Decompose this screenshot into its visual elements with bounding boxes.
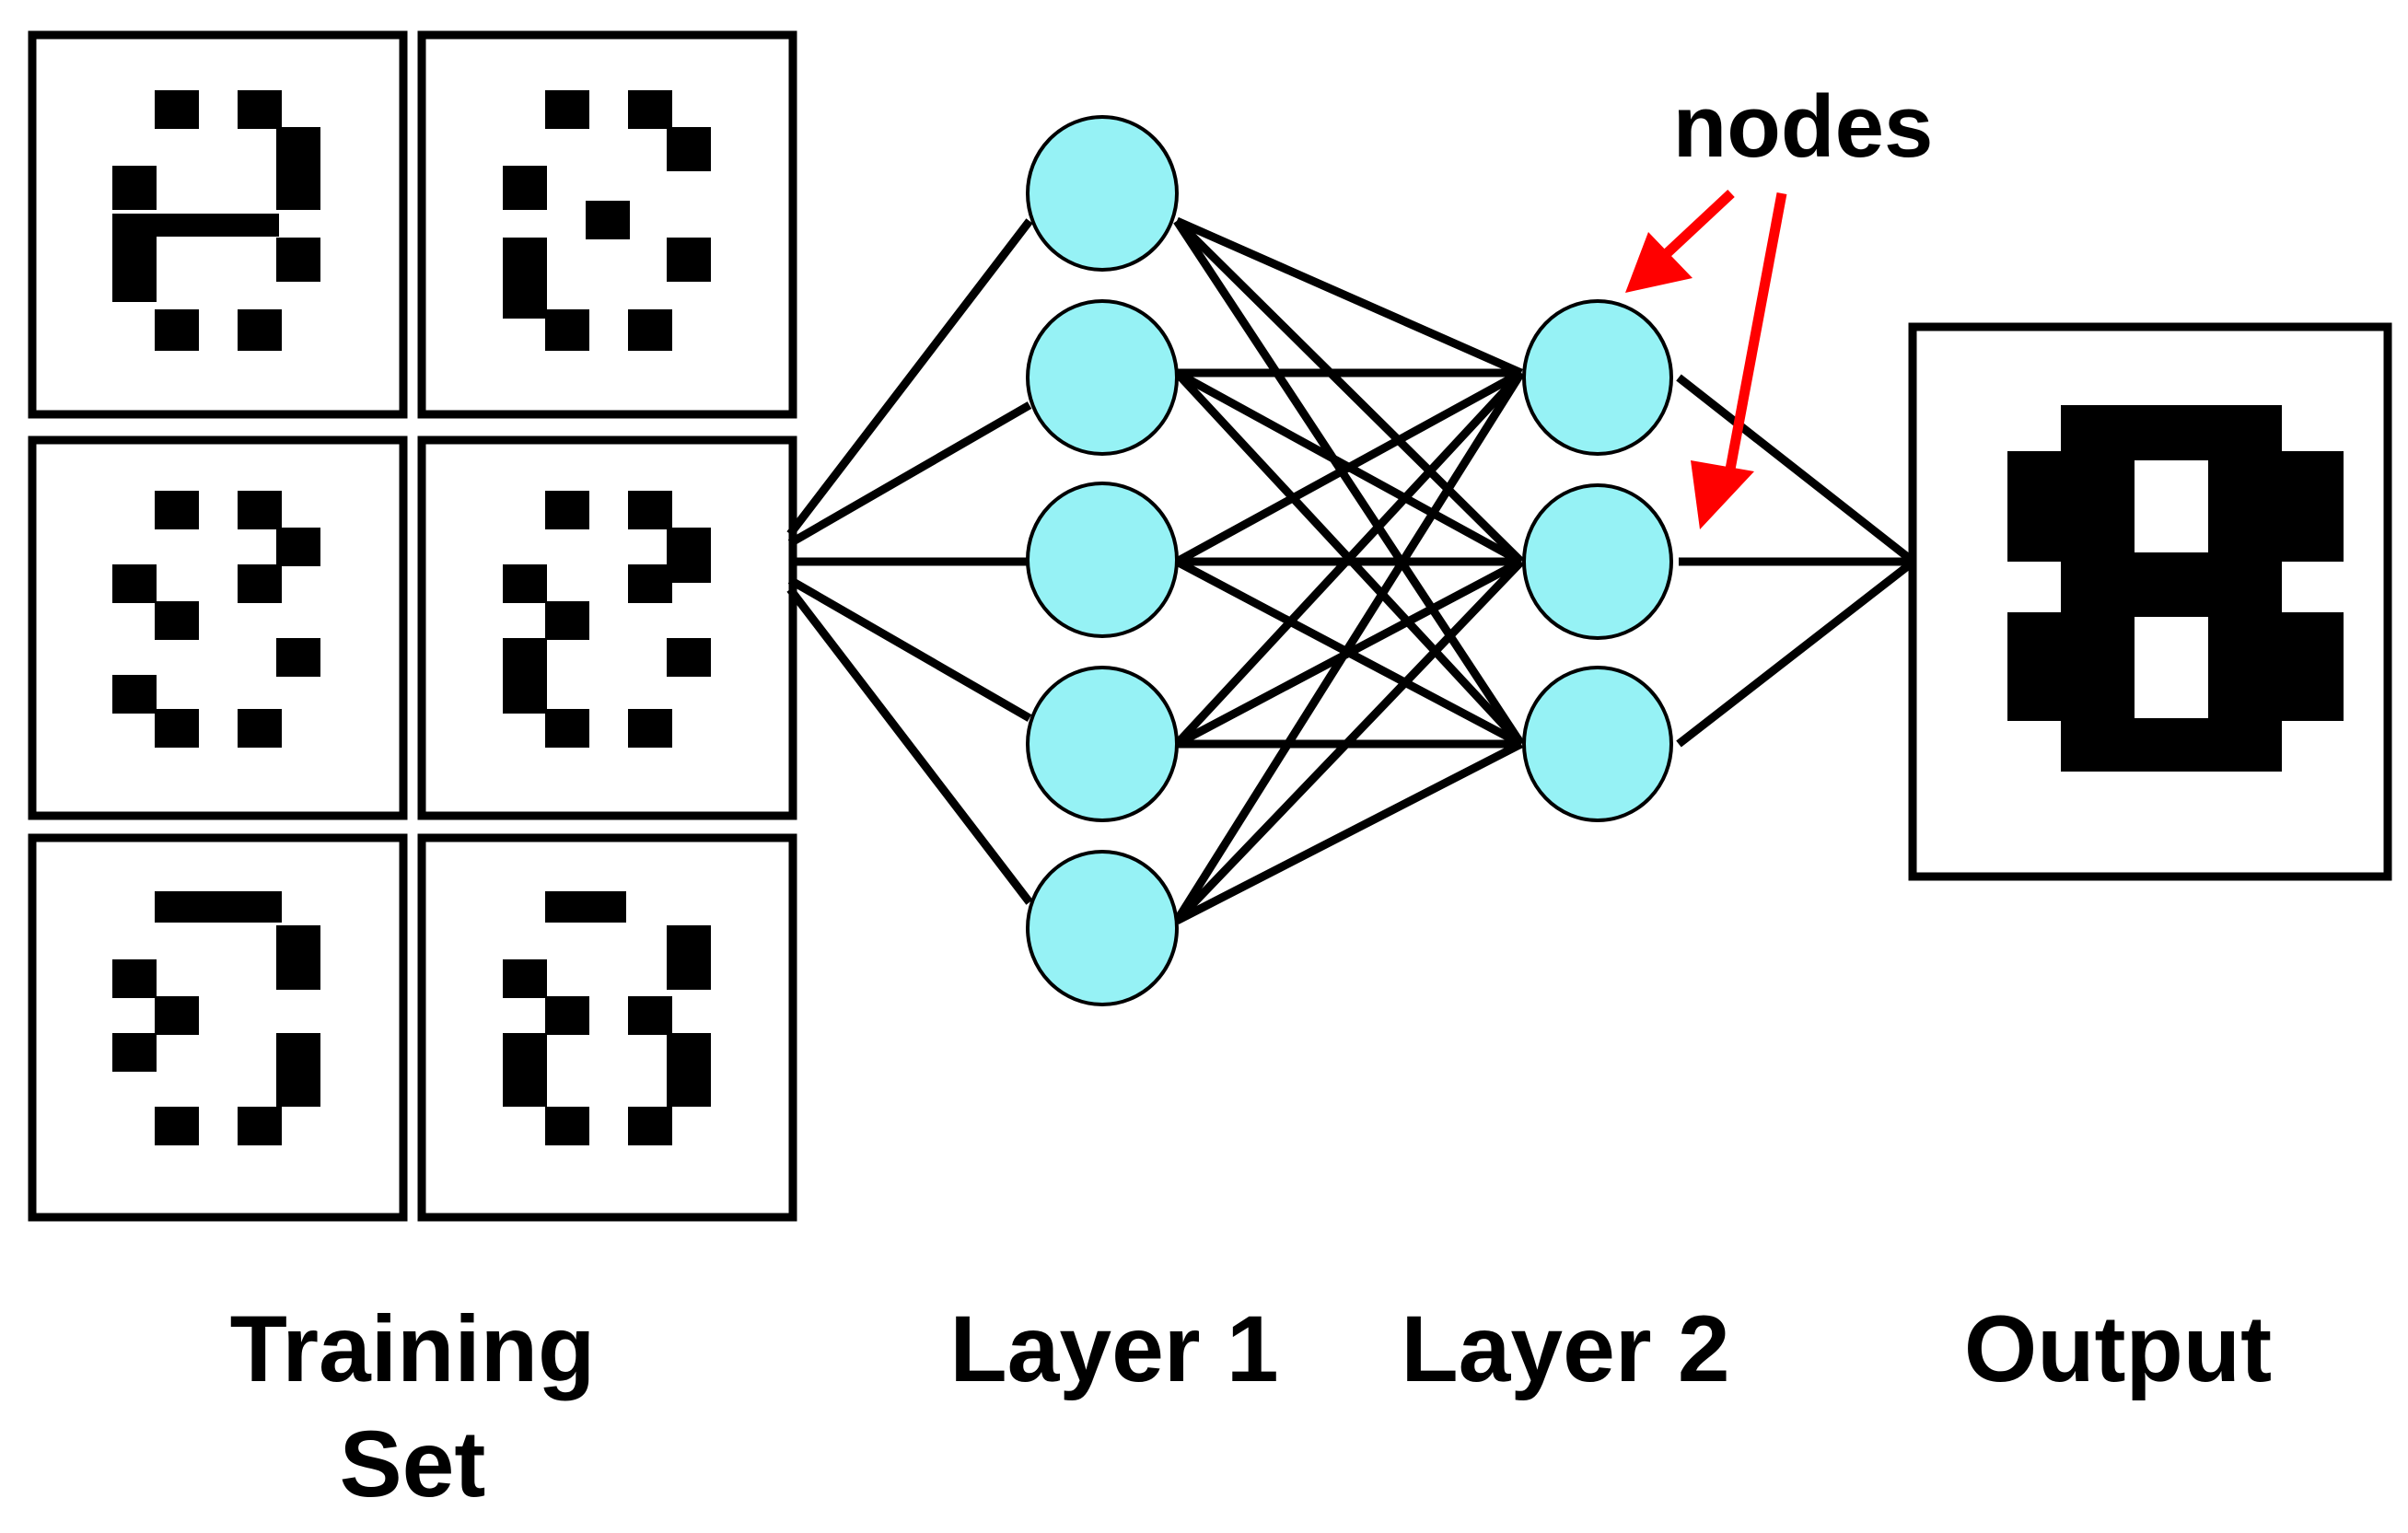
edge-input-l1-2 <box>787 401 1032 547</box>
edge-l2-output-3 <box>1676 558 1916 748</box>
arrow-to-node-top <box>1658 189 1735 262</box>
training-image-2 <box>417 30 797 419</box>
connections <box>786 216 1916 925</box>
layer-2-node <box>1522 666 1673 822</box>
nodes-arrows <box>1625 189 1787 529</box>
arrow-head-icon <box>1625 232 1693 293</box>
layer-2-node <box>1522 299 1673 456</box>
output-label: Output <box>1964 1296 2272 1401</box>
layer-1-node <box>1026 299 1179 456</box>
layer-1-label: Layer 1 <box>949 1296 1278 1401</box>
edge-l2-output-1 <box>1676 374 1916 565</box>
training-set-label-line2: Set <box>340 1411 486 1516</box>
edge-input-l1-1 <box>786 218 1033 537</box>
layer-1-node <box>1026 115 1179 272</box>
layer-1-node <box>1026 850 1179 1006</box>
layer-1-node <box>1026 666 1179 822</box>
training-set <box>28 30 797 1222</box>
layer-2-node <box>1522 483 1673 640</box>
training-image-4 <box>417 436 797 820</box>
arrow-to-node-middle <box>1724 192 1787 476</box>
layer-1-nodes <box>1026 115 1179 1006</box>
edges-l1-l2 <box>1173 216 1525 925</box>
output-image <box>1908 322 2392 881</box>
output-digit-8 <box>2007 405 2344 772</box>
arrow-head-icon <box>1691 460 1754 529</box>
edge-input-l1-5 <box>786 586 1033 905</box>
training-set-label-line1: Training <box>230 1296 596 1401</box>
layer-2-nodes <box>1522 299 1673 822</box>
training-image-6 <box>417 833 797 1222</box>
training-image-5 <box>28 833 408 1222</box>
nodes-label: nodes <box>1673 77 1934 176</box>
layer-1-node <box>1026 482 1179 638</box>
layer-2-label: Layer 2 <box>1401 1296 1729 1401</box>
training-image-3 <box>28 436 408 820</box>
edge-input-l1-4 <box>787 576 1032 722</box>
training-image-1 <box>28 30 408 419</box>
